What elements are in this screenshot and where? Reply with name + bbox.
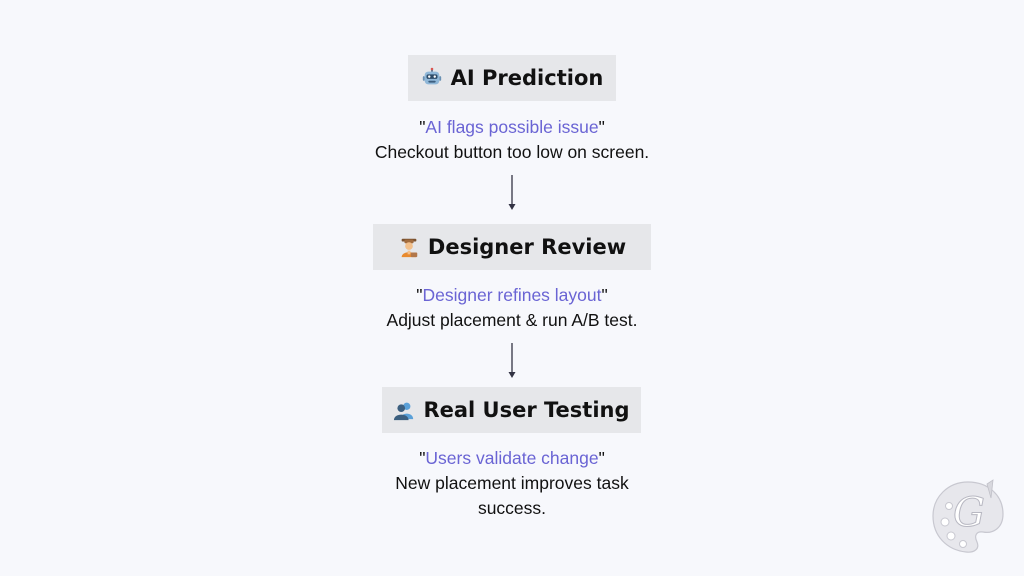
step-detail: Checkout button too low on screen.: [374, 142, 650, 162]
arrow-down-icon: [508, 175, 516, 210]
arrow-down-icon: [508, 343, 516, 378]
quote-line: "Users validate change": [419, 448, 605, 468]
step-ai-prediction-box: AI Prediction: [408, 55, 616, 101]
step-title: AI Prediction: [450, 66, 604, 90]
step-detail: Adjust placement & run A/B test.: [386, 310, 638, 330]
step-title: Real User Testing: [423, 398, 630, 422]
designer-icon: [401, 238, 418, 258]
robot-icon: [422, 67, 441, 85]
step-designer-review-text: "Designer refines layout" Adjust placeme…: [312, 283, 712, 333]
step-quote: Users validate change: [425, 448, 599, 468]
quote-line: "AI flags possible issue": [419, 117, 605, 137]
quote-line: "Designer refines layout": [416, 285, 608, 305]
users-icon: [394, 402, 414, 421]
step-detail: New placement improves task: [395, 473, 629, 493]
step-title: Designer Review: [427, 235, 627, 259]
palette-logo-icon: G: [932, 479, 1004, 553]
step-real-user-testing-text: "Users validate change" New placement im…: [312, 446, 712, 521]
step-detail: success.: [477, 498, 547, 518]
logo-letter: G: [953, 490, 985, 536]
step-quote: Designer refines layout: [422, 285, 602, 305]
step-quote: AI flags possible issue: [425, 117, 599, 137]
step-designer-review-box: Designer Review: [373, 224, 651, 270]
step-ai-prediction-text: "AI flags possible issue" Checkout butto…: [312, 115, 712, 165]
step-real-user-testing-box: Real User Testing: [382, 387, 641, 433]
